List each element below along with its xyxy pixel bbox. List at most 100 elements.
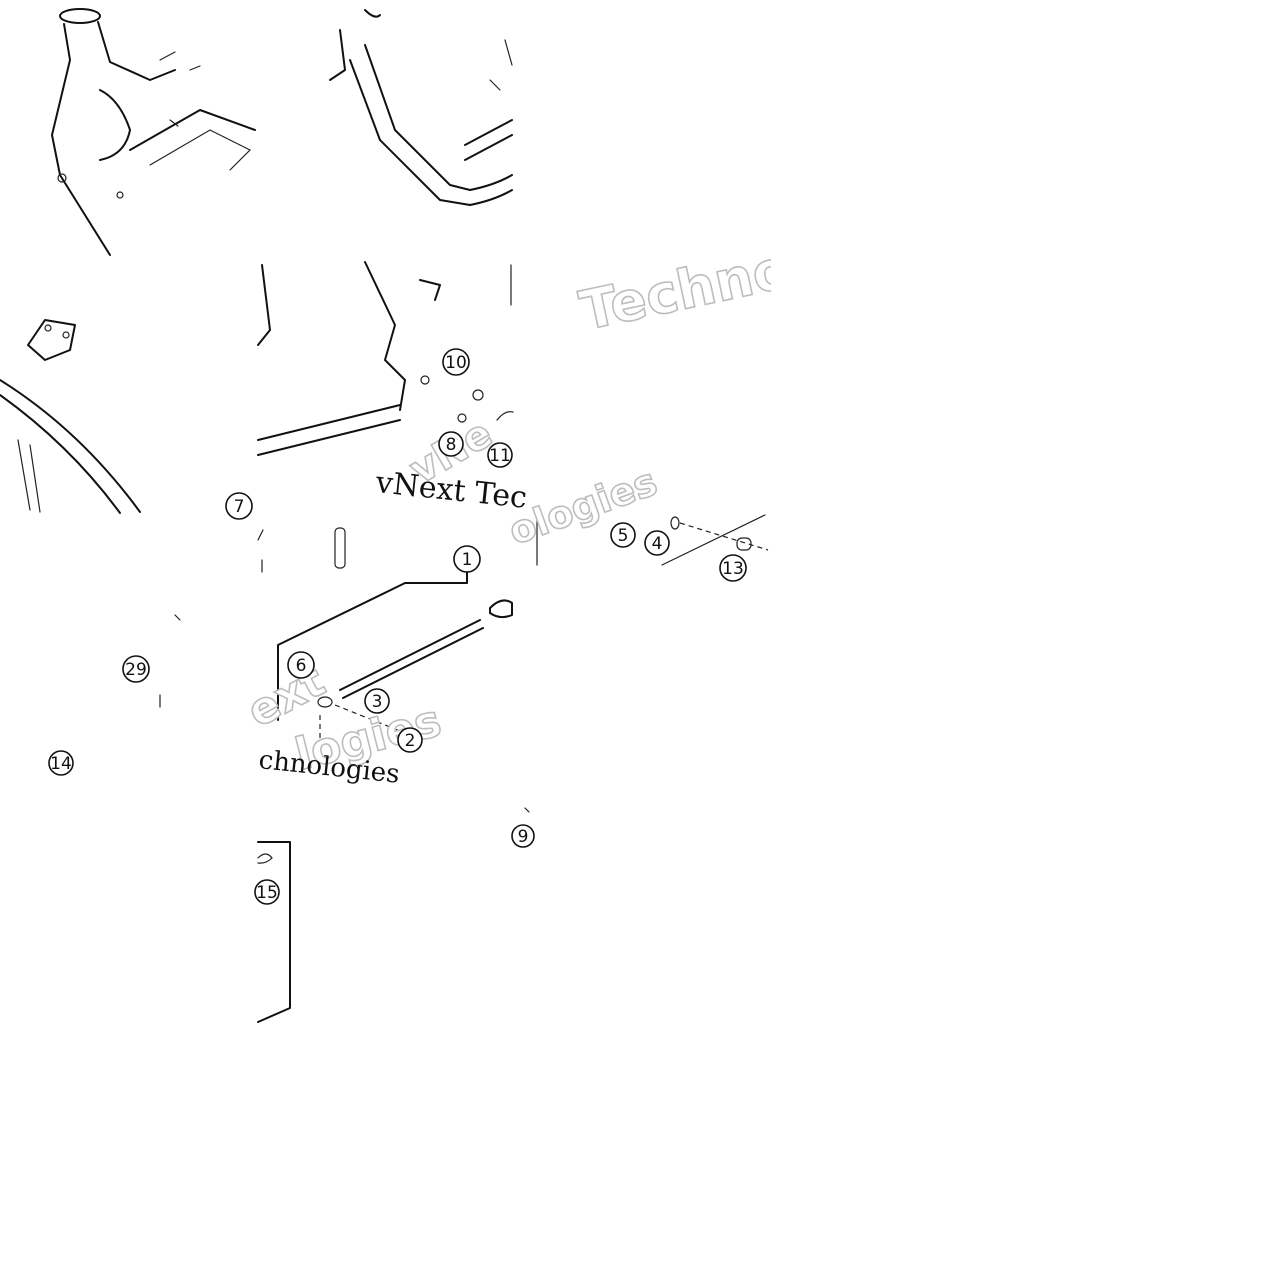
callout-group: 1 2 3 4 5 6 7 8 9 10 11 13 14 15 29 (48, 348, 747, 905)
joint-clip (496, 411, 514, 421)
watermark-techno: Techno (575, 237, 796, 343)
lower-rail-top (257, 404, 401, 441)
blank-mid-region (514, 600, 771, 800)
callout-number: 9 (518, 827, 529, 847)
callout-number: 10 (445, 353, 467, 373)
joint-left-edge (257, 264, 271, 346)
rail-top-detail (364, 9, 381, 18)
callout-8: 8 (438, 431, 464, 457)
callout-number: 14 (50, 754, 72, 774)
callout-number: 13 (722, 559, 744, 579)
frame-tube-left (51, 23, 111, 256)
callout-ring (287, 651, 315, 679)
tile-side-stand (257, 527, 513, 745)
joint-bolt (420, 375, 430, 385)
tile-axle-parts (536, 514, 769, 566)
callout-number: 4 (652, 534, 663, 554)
frame-tube-top (97, 21, 176, 81)
callout-ring (48, 750, 74, 776)
rail-detail-marks (489, 39, 513, 91)
callout-15: 15 (254, 879, 280, 905)
mount-hole-a (44, 324, 52, 332)
crossmember-top (464, 119, 513, 146)
axle-spacer (736, 537, 752, 551)
watermark-vnext-tec: vNext Tec (373, 465, 529, 516)
callout-11: 11 (487, 442, 513, 468)
small-mark (174, 614, 181, 621)
rail-top-left (329, 29, 346, 81)
frame-crossbar (129, 109, 256, 151)
callout-ring (610, 522, 636, 548)
callout-number: 8 (446, 435, 457, 455)
callout-ring (442, 348, 470, 376)
frame-bolt-b (116, 191, 124, 199)
mount-hole-b (62, 331, 70, 339)
callout-7: 7 (225, 492, 253, 520)
callout-ring (487, 442, 513, 468)
callout-6: 6 (287, 651, 315, 679)
frame-downtube-outer (0, 379, 141, 513)
blank-bottom-region (0, 1028, 771, 1285)
callout-5: 5 (610, 522, 636, 548)
joint-bushing (472, 389, 484, 401)
axle-centerline (679, 522, 769, 551)
tile-lower-panel (257, 807, 530, 1023)
callout-1: 1 (453, 545, 481, 573)
callout-ring (254, 879, 280, 905)
callout-ring (719, 554, 747, 582)
spring-pin (334, 527, 346, 569)
callout-number: 11 (489, 446, 511, 466)
callout-10: 10 (442, 348, 470, 376)
rail-inner (364, 44, 471, 191)
stand-bolt-axis (334, 704, 411, 736)
joint-hook (419, 279, 441, 301)
callout-number: 1 (462, 550, 473, 570)
callout-ring (644, 530, 670, 556)
frame-bolt-a (57, 173, 67, 183)
callout-number: 5 (618, 526, 629, 546)
tile-swingarm-mount (0, 319, 141, 514)
frame-downtube-inner (0, 394, 121, 514)
stand-leg-upper (339, 619, 481, 691)
panel-fastener (257, 853, 273, 864)
stand-pivot (489, 599, 513, 619)
joint-washer (457, 413, 467, 423)
small-screw-mark (524, 807, 530, 813)
tile-frame-joint (257, 261, 514, 456)
frame-detail-marks (159, 51, 201, 127)
joint-tube (364, 261, 406, 411)
blank-right-region (771, 0, 1285, 1285)
steering-head-ring (59, 8, 101, 24)
rail-end-curve (469, 174, 513, 191)
axle-washer (670, 516, 680, 530)
mount-plate (27, 319, 76, 361)
lower-rail-bottom (257, 419, 401, 456)
frame-bracket (149, 129, 252, 171)
tile-frame-head (51, 8, 256, 256)
axle-guide-line (661, 514, 766, 566)
tile-frame-rails (329, 9, 513, 206)
callout-number: 3 (372, 692, 383, 712)
callout-ring (122, 655, 150, 683)
rail-outer (349, 59, 471, 206)
callout-3: 3 (364, 688, 390, 714)
rail-end-curve-2 (469, 189, 513, 206)
stand-leg-lower (342, 627, 484, 699)
callout-2: 2 (397, 727, 423, 753)
callout-number: 2 (405, 731, 416, 751)
watermark-ologies: ologies (503, 459, 663, 553)
side-strut (17, 439, 41, 513)
stand-detail (257, 529, 264, 573)
callout-9: 9 (511, 824, 535, 848)
stand-foot-bolt (317, 696, 333, 708)
callout-13: 13 (719, 554, 747, 582)
callout-4: 4 (644, 530, 670, 556)
callout-ring (438, 431, 464, 457)
frame-gusset (99, 89, 131, 161)
callout-29: 29 (122, 655, 150, 683)
tile-hardware-left (159, 614, 181, 708)
callout-ring (511, 824, 535, 848)
callout-ring (397, 727, 423, 753)
